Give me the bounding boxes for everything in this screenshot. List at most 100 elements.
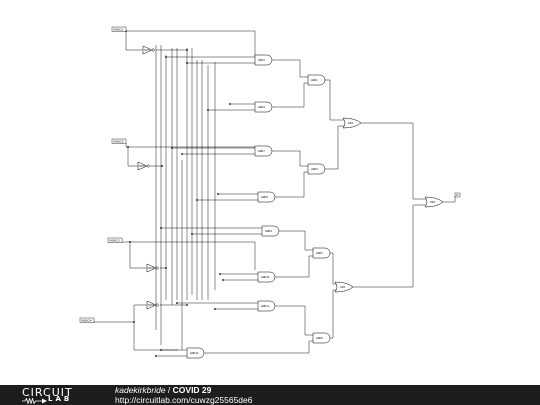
footer-bar: CIRCUIT LAB kadekirkbride / COVID 29 htt… [0, 385, 540, 405]
junction-dot [214, 308, 216, 310]
junction-dot [217, 193, 219, 195]
or-gate-body [334, 281, 354, 293]
and-gate-body [254, 54, 273, 66]
gate-and4[interactable]: AND4 [254, 101, 273, 113]
gate-label: AND5 [316, 252, 323, 255]
gate-and6[interactable]: AND6 [312, 332, 331, 344]
junction-dot [161, 165, 163, 167]
wire [94, 304, 147, 323]
junction-dot [191, 233, 193, 235]
input-label: INSIG3 [110, 239, 120, 243]
not-gate-bubble [146, 164, 150, 168]
wire [272, 59, 308, 78]
wire [275, 171, 308, 198]
wire [272, 150, 308, 167]
wire [275, 255, 313, 278]
waveform-icon [22, 398, 47, 404]
gate-and8[interactable]: AND8 [257, 191, 276, 203]
gate-or3[interactable]: OR3 [424, 196, 444, 208]
output-wire [443, 196, 456, 203]
output-z[interactable]: Z [454, 192, 461, 198]
input-label: INSIG2 [114, 140, 124, 144]
and-gate-body [254, 145, 273, 157]
gate-label: NOT4 [148, 304, 155, 307]
gate-label: AND7 [258, 150, 265, 153]
credit-separator: / [165, 385, 173, 395]
wire [125, 31, 143, 51]
gate-not3[interactable]: NOT3 [146, 263, 159, 273]
and-gate-body [257, 300, 276, 312]
gate-or2[interactable]: OR2 [334, 281, 354, 293]
gate-and1[interactable]: AND1 [307, 74, 326, 86]
gate-not4[interactable]: NOT4 [146, 300, 159, 310]
gate-and10[interactable]: AND10 [257, 271, 276, 283]
junction-dot [176, 302, 178, 304]
gate-not1[interactable]: NOT1 [142, 45, 155, 55]
gate-and12[interactable]: AND12 [186, 347, 205, 359]
and-gate-body [312, 332, 331, 344]
circuit-url[interactable]: http://circuitlab.com/cuwzg25565de6 [115, 395, 253, 405]
not-gate-body [137, 161, 148, 171]
logo-text-top: CIRCUIT [22, 386, 73, 399]
gate-label: AND12 [190, 352, 199, 355]
gate-label: AND8 [261, 196, 268, 199]
gate-and11[interactable]: AND11 [257, 300, 276, 312]
and-gate-body [312, 247, 331, 259]
junction-dot [133, 321, 135, 323]
input-insig2[interactable]: INSIG2 [111, 138, 127, 144]
wire [279, 230, 313, 251]
input-insig1[interactable]: INSIG1 [111, 26, 127, 32]
gate-label: OR3 [430, 201, 436, 204]
wire [353, 204, 427, 288]
wire [129, 242, 147, 269]
and-gate-body [254, 101, 273, 113]
gate-or1[interactable]: OR1 [342, 117, 362, 129]
junction-dot [219, 273, 221, 275]
junction-dot [165, 56, 167, 58]
gate-label: OR1 [348, 122, 354, 125]
wire [330, 289, 337, 339]
gate-label: NOT2 [139, 165, 146, 168]
circuit-schematic: NOT1NOT2NOT3NOT4AND3AND4AND7AND8AND9AND1… [79, 26, 461, 359]
input-label: INSIG4 [82, 319, 92, 323]
gate-and5[interactable]: AND5 [312, 247, 331, 259]
wire [125, 143, 255, 148]
gate-label: AND9 [265, 230, 272, 233]
gate-not2[interactable]: NOT2 [137, 161, 150, 171]
input-tag [107, 237, 123, 243]
gate-label: AND6 [316, 337, 323, 340]
wire [325, 79, 345, 121]
wire [127, 147, 138, 167]
author-link[interactable]: kadekirkbride [115, 385, 166, 395]
circuit-title[interactable]: COVID 29 [172, 385, 212, 395]
input-tag [111, 138, 127, 144]
wire [330, 252, 337, 285]
circuitlab-logo[interactable]: CIRCUIT LAB [22, 385, 92, 405]
input-insig4[interactable]: INSIG4 [79, 317, 95, 323]
junction-dot [129, 241, 131, 243]
gate-and9[interactable]: AND9 [261, 225, 280, 237]
gate-and7[interactable]: AND7 [254, 145, 273, 157]
junction-dot [160, 349, 162, 351]
gates: NOT1NOT2NOT3NOT4AND3AND4AND7AND8AND9AND1… [137, 45, 444, 359]
output-tag [454, 192, 461, 198]
input-label: INSIG1 [114, 28, 124, 32]
wire [126, 30, 256, 57]
wire [275, 305, 313, 336]
and-gate-body [186, 347, 205, 359]
gate-and3[interactable]: AND3 [254, 54, 273, 66]
and-gate-body [257, 271, 276, 283]
output-label: Z [456, 193, 458, 197]
junction-dot [196, 199, 198, 201]
not-gate-bubble [151, 48, 155, 52]
junction-dot [222, 279, 224, 281]
junction-dot [186, 62, 188, 64]
input-insig3[interactable]: INSIG3 [107, 237, 123, 243]
gate-and2[interactable]: AND2 [307, 163, 326, 175]
or-gate-body [424, 196, 444, 208]
not-gate-body [146, 263, 157, 273]
wire [361, 122, 427, 200]
junction-dot [186, 304, 188, 306]
circuit-credit: kadekirkbride / COVID 29 [115, 385, 211, 395]
